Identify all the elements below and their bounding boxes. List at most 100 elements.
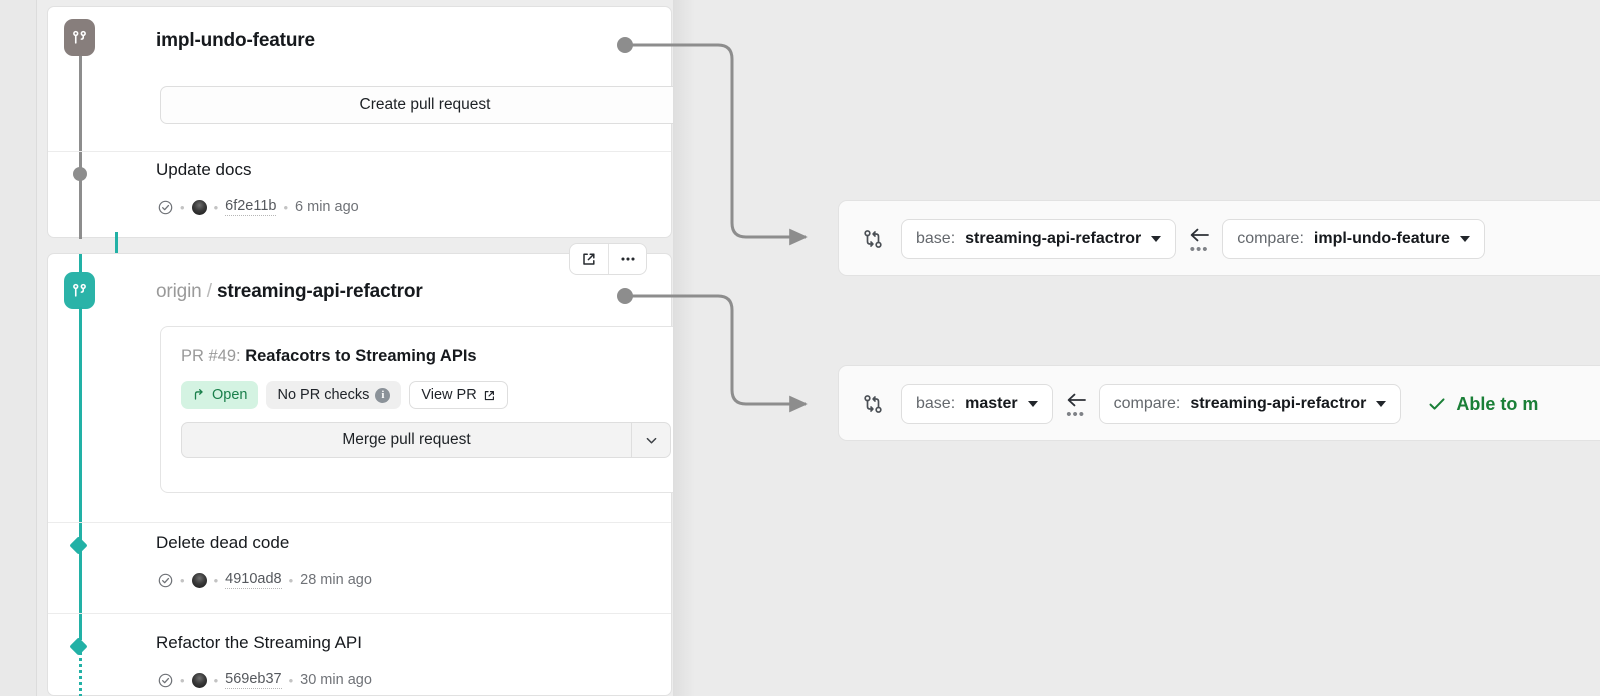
git-branch-icon [73,283,86,297]
branch-name-impl-undo-feature[interactable]: impl-undo-feature [156,30,315,52]
base-branch-select-1[interactable]: base: streaming-api-refactror [901,219,1177,259]
graph-line-segment [79,550,82,640]
card-divider [48,522,671,523]
check-icon [1429,398,1445,410]
graph-line-segment [79,55,82,168]
status-badge-checks: No PR checks i [266,381,402,409]
avatar [191,199,207,215]
commit-time: 28 min ago [300,572,372,588]
compare-branch-value: streaming-api-refactror [1190,395,1367,412]
commit-sha[interactable]: 569eb37 [225,671,282,689]
commit-title-text: Refactor the Streaming API [156,633,362,652]
commit-time: 6 min ago [295,199,359,215]
branch-graph-column-a [48,7,116,239]
compare-bar-2-content: base: master ••• compare: streaming-api-… [857,366,1538,442]
branch-graph-column-b [48,254,116,696]
swap-dots: ••• [1066,405,1085,423]
compare-bar-1-content: base: streaming-api-refactror ••• compar… [857,201,1485,277]
open-external-button[interactable] [570,244,608,274]
swap-dots: ••• [1189,240,1209,258]
branch-row-actions [569,243,647,275]
view-pull-request-label: View PR [421,387,477,403]
card-divider [48,151,671,152]
swap-branches-button-1[interactable]: ••• [1176,215,1222,263]
merge-status-indicator: Able to m [1427,394,1538,415]
pull-request-number: PR #49: [181,347,241,365]
merge-status-label: Able to m [1456,393,1539,414]
chevron-down-icon [1151,236,1162,242]
pull-request-title-text: Reafacotrs to Streaming APIs [245,347,477,365]
create-pull-request-label: Create pull request [359,96,491,113]
external-link-icon [484,390,494,400]
meta-separator: • [180,199,185,215]
branch-name-streaming-api-refactror[interactable]: origin / streaming-api-refactror [156,281,423,302]
left-gutter-divider [36,0,37,696]
arrow-left-icon [1067,393,1086,406]
swap-branches-button-2[interactable]: ••• [1053,380,1099,428]
pull-request-title[interactable]: PR #49: Reafacotrs to Streaming APIs [181,347,477,366]
branch-badge-icon-streaming-api-refactror [64,272,95,309]
graph-line-bridge [115,232,118,262]
merge-pull-request-label: Merge pull request [342,431,471,448]
status-badge-open-label: Open [212,387,248,403]
meta-separator: • [283,199,289,215]
git-compare-icon-wrapper [857,229,889,249]
info-icon[interactable]: i [375,387,391,403]
commit-node-dot [73,167,87,181]
check-circle-icon [158,200,173,214]
chevron-down-icon [1459,236,1470,242]
graph-line-segment [79,307,82,542]
base-branch-select-2[interactable]: base: master [901,384,1053,424]
arrow-left-icon [1190,228,1210,241]
commit-meta-row: • • 6f2e11b • 6 min ago [158,198,359,216]
status-badge-open: Open [181,381,259,409]
merge-pull-request-button[interactable]: Merge pull request [182,423,632,457]
more-options-button[interactable] [608,244,646,274]
graph-line-segment-dotted [79,652,82,696]
connector-node-streaming-api-refactror [617,288,633,304]
compare-bar-2: base: master ••• compare: streaming-api-… [838,365,1600,441]
view-pull-request-button[interactable]: View PR [409,381,508,409]
meta-separator: • [213,199,219,215]
kebab-menu-icon [620,257,635,261]
branches-panel: impl-undo-feature Create pull request Up… [37,0,673,696]
git-branch-icon [73,30,86,44]
pull-request-status-row: Open No PR checks i View PR [181,381,508,409]
commit-sha[interactable]: 6f2e11b [225,198,277,216]
commit-title[interactable]: Update docs [156,160,251,180]
compare-prefix-label: compare: [1113,395,1181,412]
commit-title-text: Delete dead code [156,533,290,552]
graph-line-segment [79,175,82,239]
commit-time: 30 min ago [300,672,372,688]
avatar [191,572,207,588]
base-prefix-label: base: [916,395,956,412]
check-circle-icon [158,573,173,587]
chevron-down-icon [1027,401,1038,407]
base-prefix-label: base: [916,230,956,247]
branch-name-text: impl-undo-feature [156,30,315,51]
commit-title-text: Update docs [156,160,252,179]
commit-title[interactable]: Delete dead code [156,533,289,553]
card-divider [48,613,671,614]
commit-sha[interactable]: 4910ad8 [225,571,282,589]
create-pull-request-button[interactable]: Create pull request [160,86,673,124]
meta-separator: • [288,572,294,588]
meta-separator: • [213,572,219,588]
meta-separator: • [180,672,185,688]
compare-branch-select-2[interactable]: compare: streaming-api-refactror [1098,384,1402,424]
merge-pull-request-group: Merge pull request [181,422,671,458]
merge-options-button[interactable] [632,423,670,457]
connector-node-impl-undo-feature [617,37,633,53]
branch-card-streaming-api-refactror: origin / streaming-api-refactror PR #49:… [47,253,673,696]
compare-branch-select-1[interactable]: compare: impl-undo-feature [1222,219,1485,259]
compare-branch-value: impl-undo-feature [1313,230,1450,247]
avatar [191,672,207,688]
chevron-down-icon [646,437,656,443]
compare-bar-1: base: streaming-api-refactror ••• compar… [838,200,1600,276]
commit-meta-row: • • 569eb37 • 30 min ago [158,671,372,689]
commit-title[interactable]: Refactor the Streaming API [156,633,362,653]
meta-separator: • [288,672,294,688]
pull-request-open-icon [194,389,203,400]
branch-remote-label: origin [156,281,202,302]
